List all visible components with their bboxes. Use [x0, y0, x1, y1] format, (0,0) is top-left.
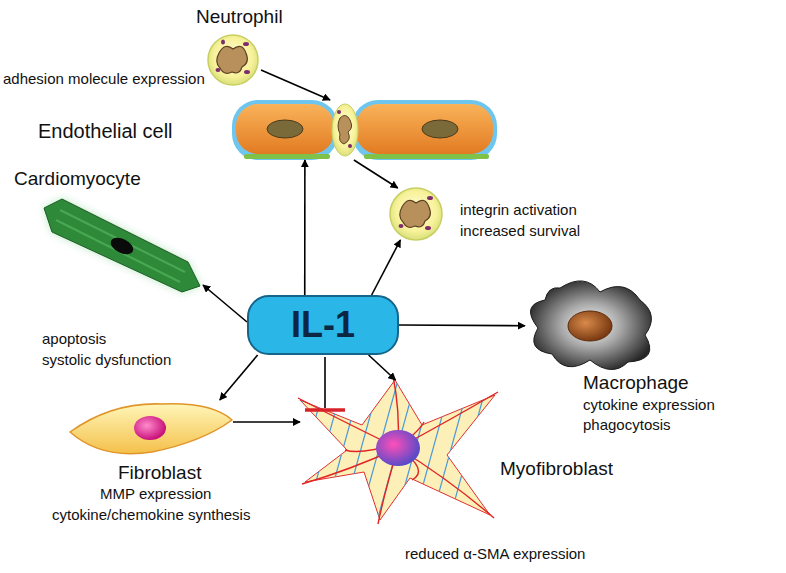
- cell-name: Endothelial cell: [38, 120, 173, 143]
- fibroblast-cell: [70, 404, 232, 454]
- inhibition-line: [305, 357, 345, 410]
- endothelial-node: Endothelial cell: [232, 100, 497, 160]
- cardiomyocyte-node: Cardiomyocyteapoptosissystolic dysfuncti…: [38, 195, 203, 295]
- arrow-connector: [399, 324, 525, 326]
- cell-name: Myofibroblast: [500, 458, 613, 480]
- effect-label: MMP expression: [100, 485, 211, 502]
- macrophage-cell: [530, 281, 651, 370]
- neutrophil-node: Neutrophiladhesion molecule expression: [205, 35, 261, 85]
- neutrophil-cell: [390, 188, 442, 240]
- cell-name: Neutrophil: [196, 6, 283, 28]
- effect-label: systolic dysfunction: [42, 351, 171, 368]
- endothelial-layer: [232, 100, 497, 160]
- effect-label: increased survival: [460, 222, 580, 239]
- arrow-connector: [203, 285, 247, 322]
- effect-label: reduced α-SMA expression: [405, 545, 585, 562]
- arrow-connector: [220, 355, 258, 400]
- effect-label: apoptosis: [42, 330, 106, 347]
- effect-label: phagocytosis: [583, 416, 671, 433]
- macrophage-node: Macrophagecytokine expressionphagocytosi…: [525, 278, 653, 368]
- arrow-connector: [261, 70, 330, 100]
- box-label: IL-1: [249, 297, 397, 353]
- arrow-connector: [372, 240, 401, 295]
- fibroblast-node: FibroblastMMP expressioncytokine/chemoki…: [68, 400, 233, 458]
- cell-name: Cardiomyocyte: [14, 168, 141, 190]
- effect-label: cytokine/chemokine synthesis: [52, 506, 250, 523]
- neutrophil-cell: [208, 35, 258, 85]
- cell-name: Macrophage: [583, 372, 689, 394]
- arrow-connector: [233, 421, 300, 423]
- cell-name: integrin activation: [460, 201, 577, 218]
- myofibroblast-node: Myofibroblastreduced α-SMA expression: [300, 380, 495, 520]
- cardiomyocyte-cell: [44, 199, 200, 292]
- neutrophil-node: integrin activationincreased survival: [390, 188, 442, 240]
- arrow-connector: [354, 160, 398, 188]
- effect-label: adhesion molecule expression: [3, 70, 205, 87]
- arrow-connector: [369, 355, 396, 380]
- myofibroblast-cell: [250, 376, 498, 525]
- arrow-connector: [304, 160, 306, 295]
- cytokine-box: IL-1: [247, 295, 399, 355]
- effect-label: cytokine expression: [583, 396, 715, 413]
- cell-name: Fibroblast: [118, 462, 201, 484]
